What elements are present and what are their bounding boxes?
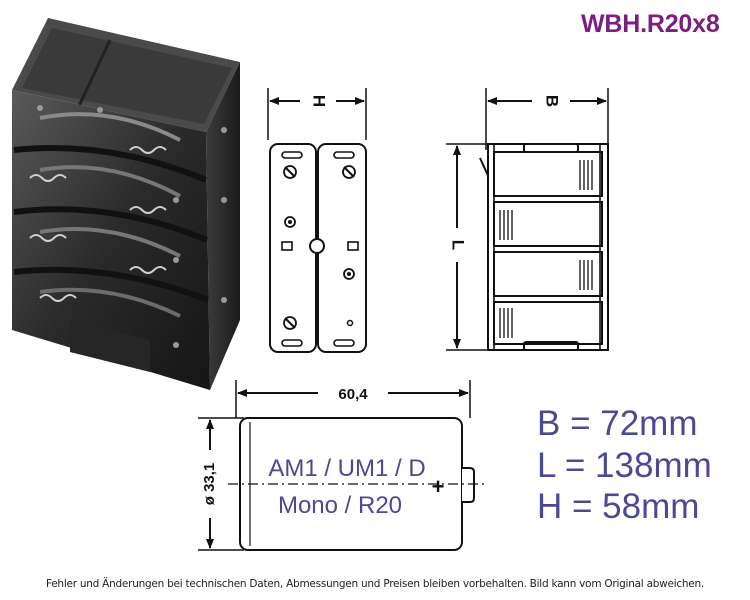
dimension-l-label: L <box>449 240 468 250</box>
dimension-h-label: H <box>310 95 329 107</box>
dimension-diameter-label: ø 33,1 <box>201 463 218 506</box>
product-code-title: WBH.R20x8 <box>581 10 720 38</box>
top-view-drawing: H <box>267 88 367 353</box>
dimension-b-label: B <box>543 95 562 107</box>
side-view-drawing: B L <box>446 88 609 351</box>
battery-type-line2: Mono / R20 <box>278 492 402 519</box>
plus-terminal-symbol: + <box>432 474 445 499</box>
spec-height-h: H = 58mm <box>537 487 700 526</box>
spec-length-l: L = 138mm <box>537 446 712 485</box>
battery-type-line1: AM1 / UM1 / D <box>268 455 425 482</box>
disclaimer-footer: Fehler und Änderungen bei technischen Da… <box>45 578 705 590</box>
spec-width-b: B = 72mm <box>537 404 698 443</box>
battery-cell-drawing: 60,4 ø 33,1 AM1 / UM1 / D Mono / R20 + <box>198 380 484 551</box>
battery-holder-photo <box>12 18 240 390</box>
dimension-width-label: 60,4 <box>338 386 368 403</box>
